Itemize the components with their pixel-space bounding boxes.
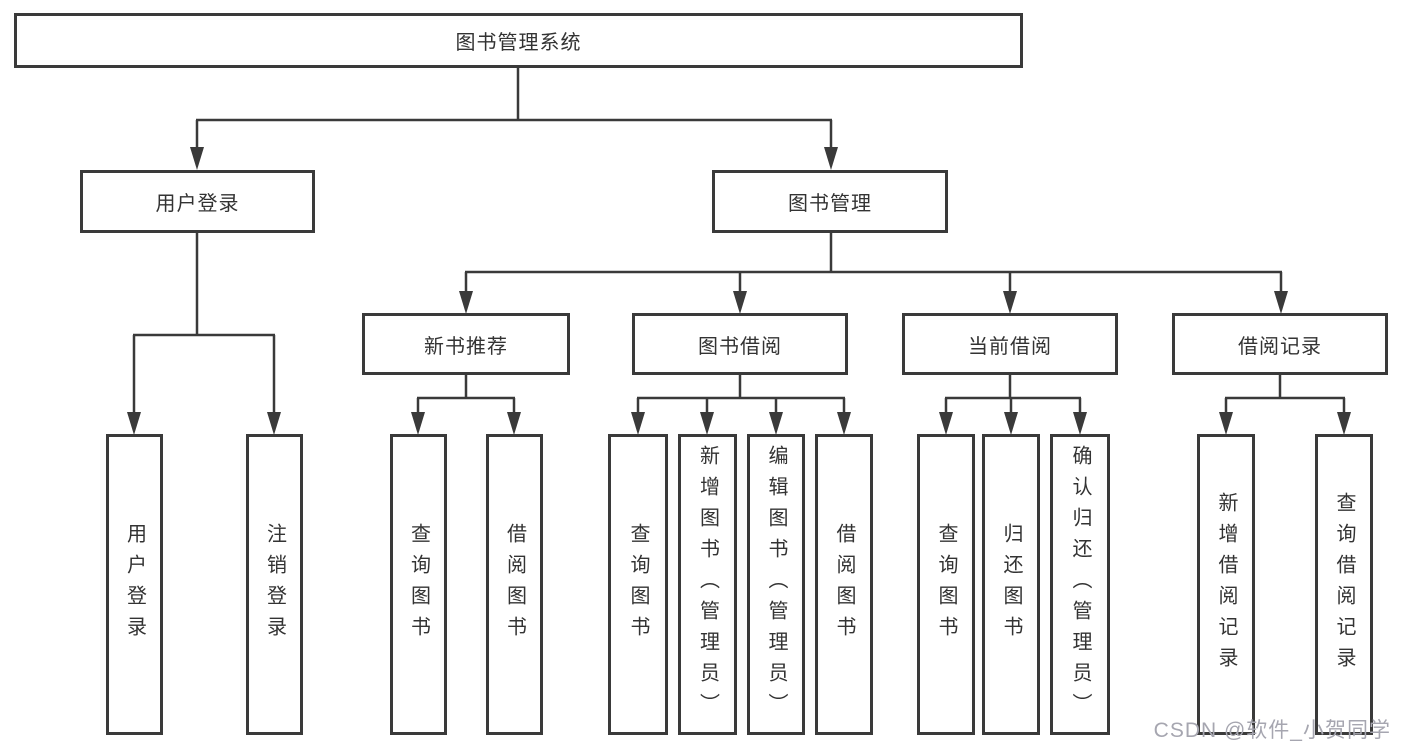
leaf-borrow-books-recommendation: 借阅图书	[486, 434, 543, 735]
leaf-add-borrowing-record: 新增借阅记录	[1197, 434, 1255, 735]
leaf-query-books-current: 查询图书	[917, 434, 975, 735]
leaf-add-books-admin: 新增图书（管理员）	[678, 434, 737, 735]
leaf-edit-books-admin: 编辑图书（管理员）	[747, 434, 805, 735]
leaf-return-books: 归还图书	[982, 434, 1040, 735]
leaf-query-books-borrowing: 查询图书	[608, 434, 668, 735]
node-user-login: 用户登录	[80, 170, 315, 233]
node-library-management-system: 图书管理系统	[14, 13, 1023, 68]
leaf-user-login: 用户登录	[106, 434, 163, 735]
node-current-borrowing: 当前借阅	[902, 313, 1118, 375]
node-borrowing-records: 借阅记录	[1172, 313, 1388, 375]
watermark-text: CSDN @软件_小贺同学	[1153, 719, 1391, 742]
leaf-borrow-books: 借阅图书	[815, 434, 873, 735]
node-book-borrowing: 图书借阅	[632, 313, 848, 375]
leaf-query-books-recommendation: 查询图书	[390, 434, 447, 735]
leaf-confirm-return-admin: 确认归还（管理员）	[1050, 434, 1110, 735]
leaf-query-borrowing-record: 查询借阅记录	[1315, 434, 1373, 735]
node-book-management: 图书管理	[712, 170, 948, 233]
leaf-logout-login: 注销登录	[246, 434, 303, 735]
node-new-book-recommendation: 新书推荐	[362, 313, 570, 375]
